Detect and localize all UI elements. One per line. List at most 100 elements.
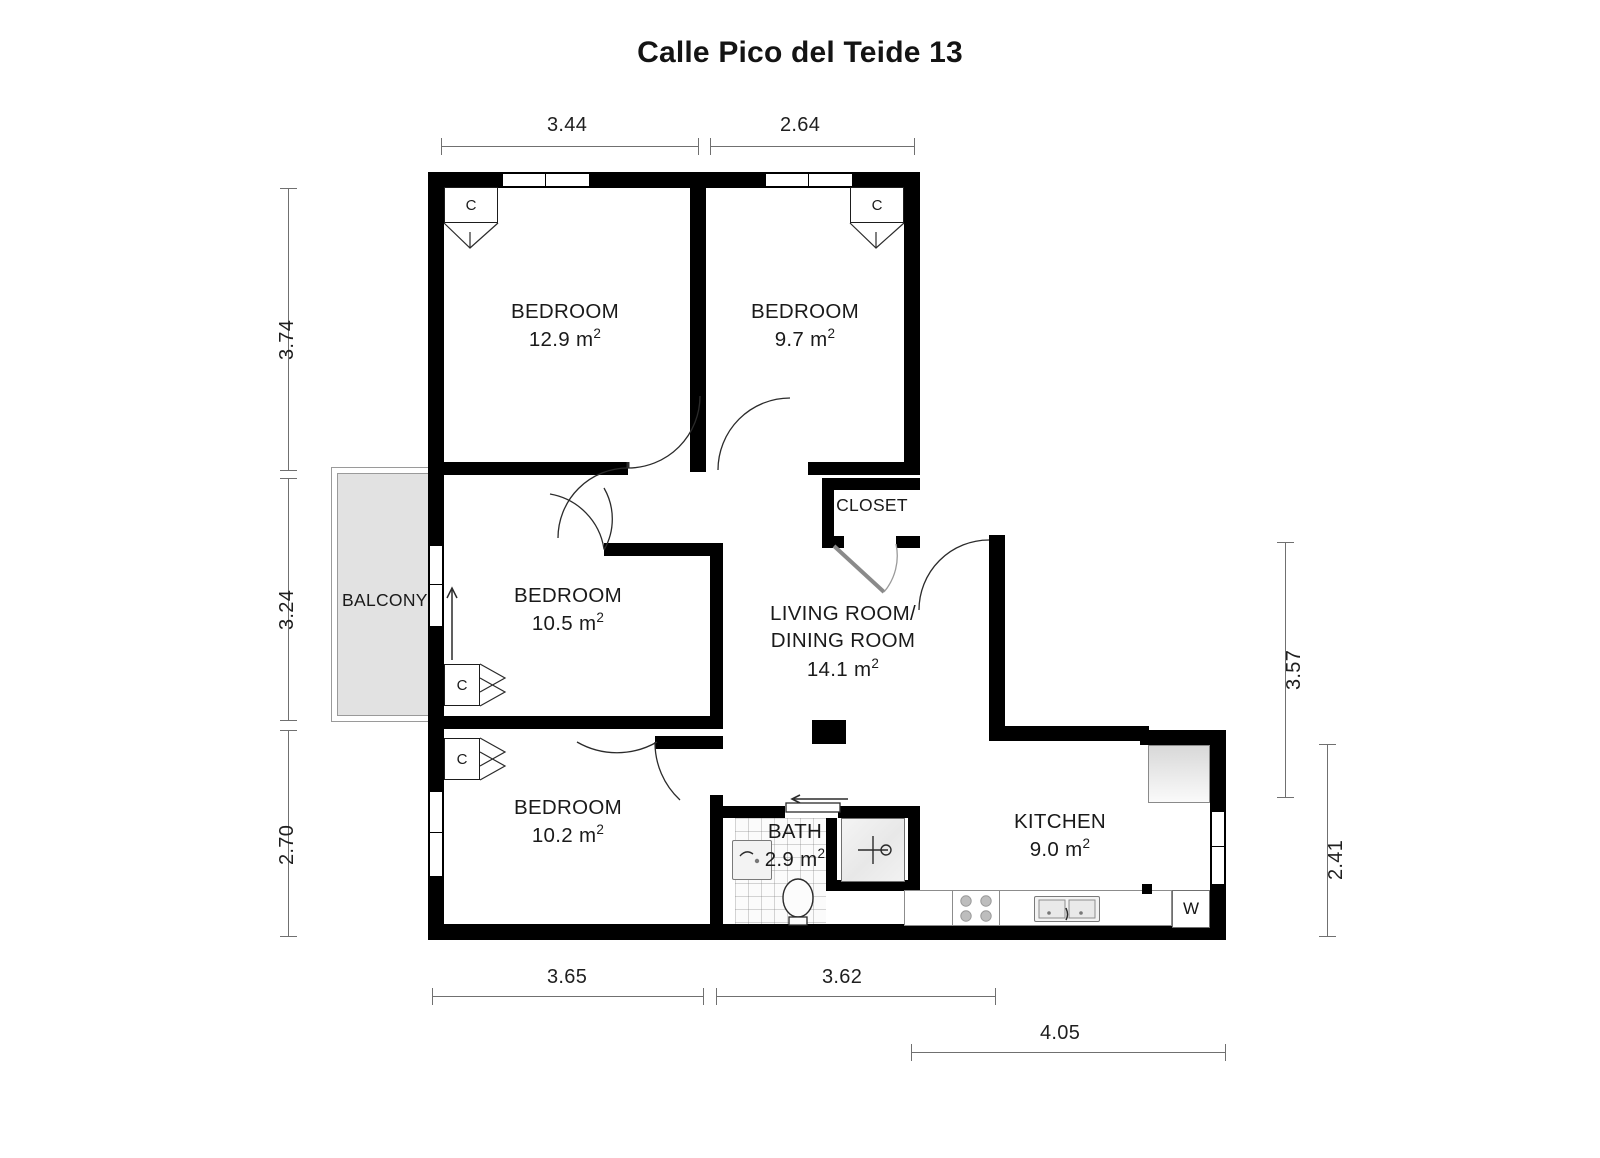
room-area: 12.9 m (528, 328, 594, 352)
room-label-kitchen: KITCHEN 9.0 m2 (960, 808, 1160, 863)
dim-left-2-tick-start (280, 478, 297, 480)
bath-wall-top-right (838, 806, 920, 818)
dim-bottom-1-tick-start (432, 988, 434, 1005)
interior-wall-bedroom3-right (710, 543, 723, 729)
room-label-bedroom-3: BEDROOM 10.5 m2 (468, 582, 668, 637)
dim-top-2-tick-start (710, 138, 712, 155)
balcony-label: BALCONY (342, 590, 428, 610)
dim-right-2-tick-end (1319, 936, 1336, 938)
window-kitchen-right (1211, 812, 1225, 884)
dim-left-1-label: 3.74 (276, 319, 298, 360)
room-name: KITCHEN (1013, 810, 1107, 833)
dim-top-1-tick-end (698, 138, 700, 155)
interior-wall-bedroom3-top (604, 543, 722, 556)
dim-bottom-1-label: 3.65 (547, 966, 588, 988)
dim-bottom-1-line (432, 996, 704, 998)
sup-2: 2 (596, 822, 605, 838)
closet-wall-left (822, 478, 834, 548)
dim-top-1-line (441, 146, 699, 148)
room-label-bath: BATH 2.9 m2 (740, 818, 850, 873)
closet-marker-bedroom4: C (444, 738, 480, 780)
dim-left-3-line (288, 730, 290, 936)
kitchen-stove (952, 890, 1000, 926)
closet-marker-bedroom2: C (850, 187, 904, 223)
dim-right-1-label: 3.57 (1283, 649, 1305, 690)
sup-2: 2 (1082, 836, 1091, 852)
dim-top-2-line (710, 146, 915, 148)
sup-2: 2 (817, 846, 826, 862)
room-label-closet: CLOSET (826, 494, 918, 517)
dim-bottom-2-line (716, 996, 996, 998)
room-name: BATH (767, 820, 823, 843)
room-area: 2.9 m (764, 848, 818, 872)
exterior-wall-right-upper (904, 172, 920, 472)
dim-bottom-3-tick-end (1225, 1044, 1227, 1061)
window-bedroom4-left (429, 792, 443, 876)
closet-marker-bedroom3: C (444, 664, 480, 706)
interior-wall-bedroom1-bottom (428, 462, 618, 475)
dim-bottom-3-label: 4.05 (1040, 1022, 1081, 1044)
exterior-wall-kitchen-top (1140, 730, 1226, 745)
dim-top-2-tick-end (914, 138, 916, 155)
dim-left-1-line (288, 188, 290, 470)
dim-top-1-label: 3.44 (547, 114, 588, 136)
room-area: 10.5 m (531, 612, 597, 636)
dim-bottom-2-label: 3.62 (822, 966, 863, 988)
interior-wall-bedroom3-bottom (428, 716, 723, 729)
washer-label: W (1182, 899, 1200, 918)
dim-right-1-tick-start (1277, 542, 1294, 544)
closet-marker-label: C (456, 750, 468, 768)
room-name: BEDROOM (513, 796, 623, 819)
dim-bottom-1-tick-end (703, 988, 705, 1005)
bath-wall-inner-bottom (826, 880, 908, 891)
closet-wall-top (822, 478, 920, 490)
room-name-line1: LIVING ROOM/ (770, 602, 916, 625)
interior-wall-bedroom4-right (710, 795, 723, 940)
room-label-bedroom-1: BEDROOM 12.9 m2 (465, 298, 665, 353)
sup-2: 2 (596, 610, 605, 626)
room-name: BEDROOM (510, 300, 620, 323)
dim-left-2-label: 3.24 (276, 589, 298, 630)
room-label-living-dining: LIVING ROOM/ DINING ROOM 14.1 m2 (728, 600, 958, 683)
dim-top-1-tick-start (441, 138, 443, 155)
dim-right-1-line (1285, 542, 1287, 798)
exterior-wall-bottom-left (428, 924, 920, 940)
interior-wall-kitchen-jog (989, 726, 1149, 741)
room-label-bedroom-2: BEDROOM 9.7 m2 (710, 298, 900, 353)
interior-wall-bedroom1-bedroom2 (690, 172, 706, 472)
room-area: 9.0 m (1029, 838, 1083, 862)
dim-right-2-line (1327, 744, 1329, 936)
window-bedroom1-top (503, 173, 589, 187)
dim-bottom-3-line (911, 1052, 1226, 1054)
dim-bottom-3-tick-start (911, 1044, 913, 1061)
kitchen-sink (1034, 896, 1100, 922)
closet-marker-bedroom1: C (444, 187, 498, 223)
dim-right-2-tick-start (1319, 744, 1336, 746)
sup-2: 2 (827, 326, 836, 342)
room-area: 9.7 m (774, 328, 828, 352)
interior-wall-bedroom2-bottom (808, 462, 920, 475)
sup-2: 2 (871, 655, 880, 671)
living-room-pillar (812, 720, 846, 744)
page-title: Calle Pico del Teide 13 (637, 36, 963, 69)
exterior-wall-bottom-right (904, 924, 1226, 940)
room-name: CLOSET (836, 495, 908, 515)
closet-wall-bottom-right (896, 536, 920, 548)
room-name: BEDROOM (513, 584, 623, 607)
dim-right-1-tick-end (1277, 797, 1294, 799)
room-label-bedroom-4: BEDROOM 10.2 m2 (468, 794, 668, 849)
wall-stub-bedroom1-door (618, 462, 628, 475)
bath-shower (841, 818, 905, 882)
bath-sink (732, 840, 772, 880)
kitchen-fridge (1148, 745, 1210, 803)
dim-bottom-2-tick-start (716, 988, 718, 1005)
dim-top-2-label: 2.64 (780, 114, 821, 136)
interior-wall-living-kitchen (989, 535, 1005, 740)
dim-right-2-label: 2.41 (1325, 839, 1347, 880)
room-name-line2: DINING ROOM (770, 629, 916, 653)
closet-marker-label: C (456, 676, 468, 694)
closet-marker-label: C (871, 196, 883, 214)
sup-2: 2 (593, 326, 602, 342)
balcony-door-left-wall[interactable] (429, 546, 443, 626)
